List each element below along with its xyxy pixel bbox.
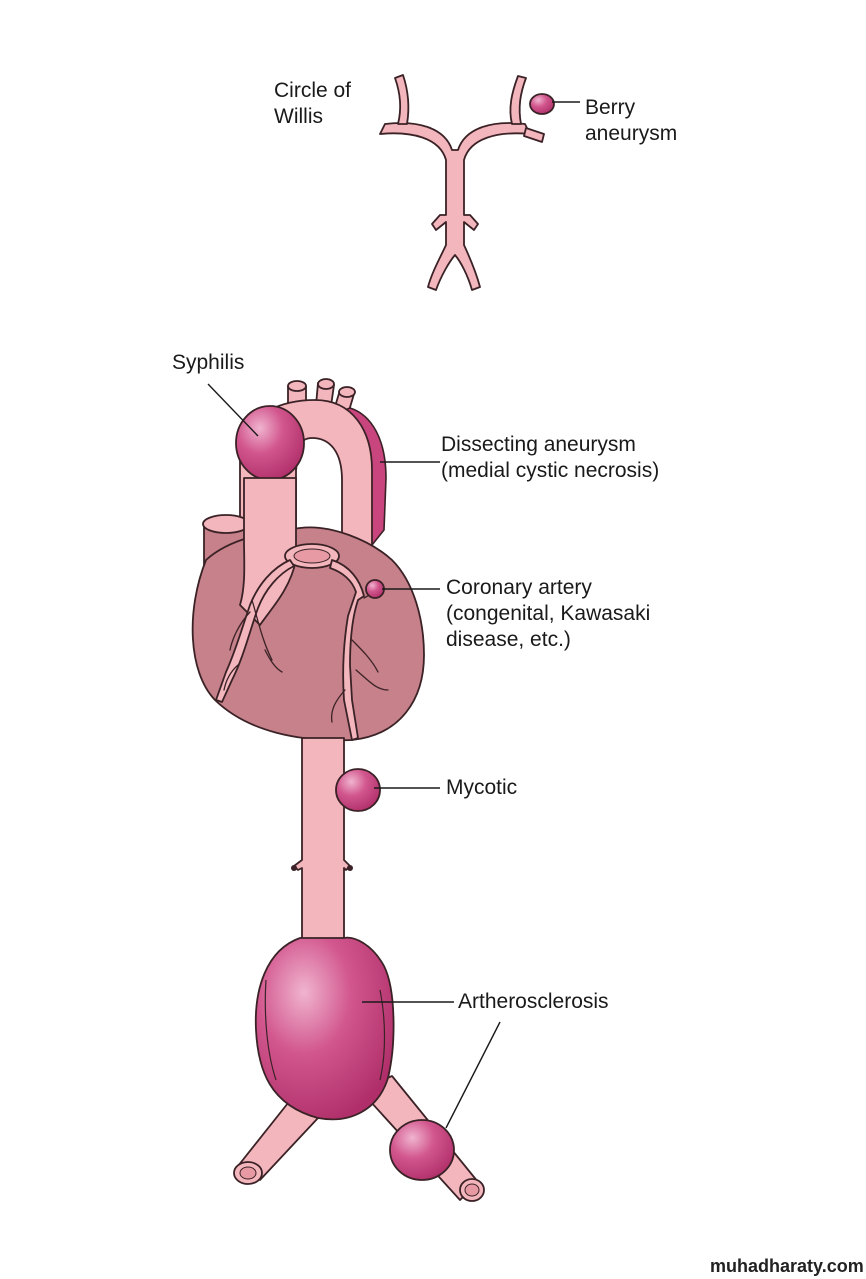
- abdominal-aneurysm-bulge: [254, 936, 395, 1121]
- leader-syphilis: [207, 383, 259, 437]
- aortic-root-inner: [293, 548, 331, 564]
- willis-right-stub: [523, 127, 545, 143]
- aorta-figure: [191, 378, 485, 1202]
- leader-iliac: [445, 1021, 501, 1129]
- intercostal-stub-left: [291, 865, 297, 871]
- label-coronary-artery: Coronary artery (congenital, Kawasaki di…: [446, 576, 656, 651]
- label-berry-aneurysm: Berry aneurysm: [585, 96, 677, 145]
- berry-aneurysm-bulge: [529, 93, 555, 115]
- right-iliac-lumen: [464, 1183, 480, 1197]
- left-coronary-branches: [223, 599, 283, 691]
- descending-aorta: [293, 737, 351, 941]
- right-coronary-artery: [329, 559, 365, 741]
- watermark: muhadharaty.com: [710, 1256, 864, 1276]
- label-artherosclerosis: Artherosclerosis: [458, 990, 609, 1013]
- iliac-aneurysm-bulge: [389, 1119, 455, 1181]
- willis-right-branch: [509, 75, 527, 125]
- label-circle-of-willis: Circle of Willis: [274, 79, 357, 128]
- syphilis-aneurysm-bulge: [235, 405, 305, 481]
- right-coronary-branches: [330, 587, 389, 723]
- label-dissecting-aneurysm: Dissecting aneurysm (medial cystic necro…: [441, 433, 659, 482]
- abdominal-aneurysm-rim: [264, 979, 386, 1081]
- left-iliac-lumen: [239, 1166, 257, 1180]
- willis-left-branch: [394, 74, 410, 125]
- pulmonary-trunk-opening: [202, 514, 250, 534]
- intercostal-stub-right: [347, 865, 353, 871]
- arch-branch-1-opening: [287, 380, 307, 392]
- willis-vessels: [379, 122, 531, 291]
- label-mycotic: Mycotic: [446, 776, 517, 799]
- labels: Circle of Willis Berry aneurysm Syphilis…: [172, 79, 677, 1013]
- coronary-aneurysm-bulge: [365, 579, 385, 599]
- arch-branch-3-opening: [338, 386, 356, 398]
- ascending-aorta: [239, 477, 297, 626]
- label-syphilis: Syphilis: [172, 351, 244, 374]
- leader-lines: [207, 101, 580, 1129]
- mycotic-aneurysm-bulge: [335, 768, 381, 812]
- arch-branch-2-opening: [317, 378, 335, 390]
- circle-of-willis-figure: [379, 74, 555, 291]
